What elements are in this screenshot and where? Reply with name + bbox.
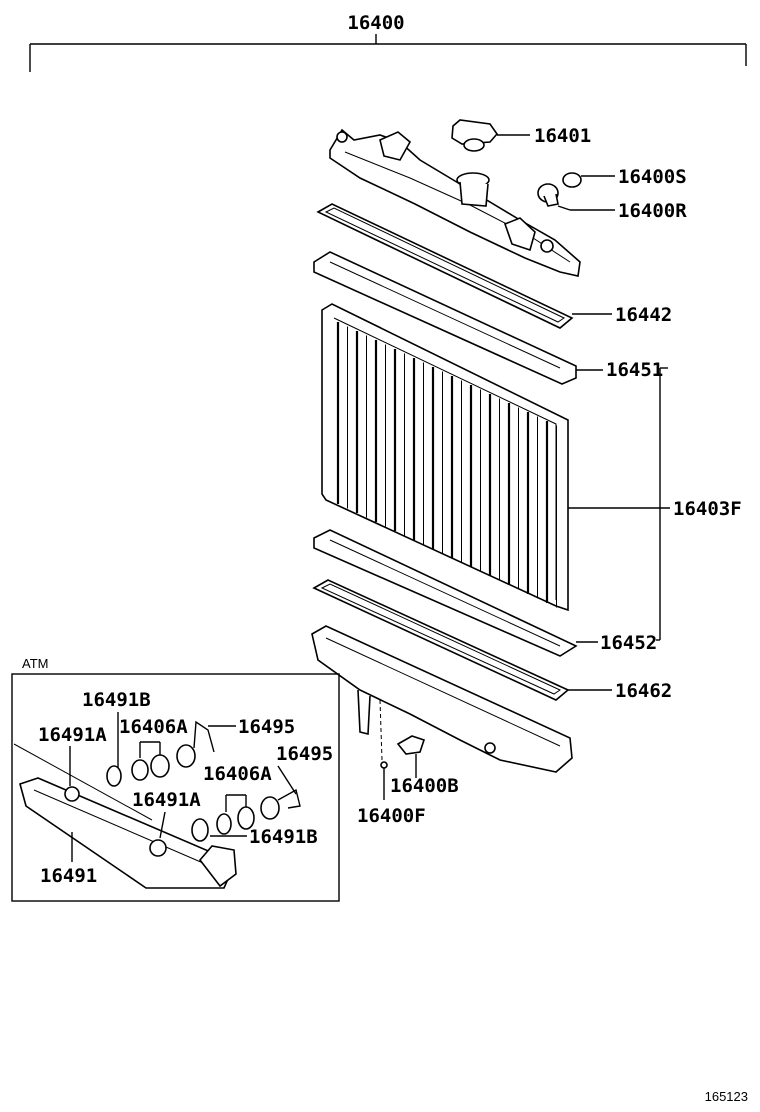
atm-hose-bottom-label[interactable]: 16495 (276, 743, 333, 765)
drain-plug-label[interactable]: 16400S (618, 166, 687, 188)
lower-gasket-label[interactable]: 16462 (615, 680, 672, 702)
lower-tank (311, 625, 573, 773)
cap-label[interactable]: 16401 (534, 125, 591, 147)
upper-core-plate-label[interactable]: 16451 (606, 359, 663, 381)
assembly-number-label[interactable]: 16400 (347, 12, 404, 34)
drain-cock-gasket-label[interactable]: 16400F (357, 805, 426, 827)
atm-fitting-top-label[interactable]: 16406A (119, 716, 188, 738)
diagram-id: 165123 (705, 1089, 748, 1104)
upper-gasket: 16442 (316, 203, 672, 329)
plug-gasket-label[interactable]: 16400R (618, 200, 687, 222)
upper-core-plate: 16451 (313, 251, 663, 385)
drain-cock-label[interactable]: 16400B (390, 775, 459, 797)
upper-gasket-label[interactable]: 16442 (615, 304, 672, 326)
atm-washer-bottom-label[interactable]: 16491B (249, 826, 318, 848)
atm-inset: ATM 16491B 16491A 16406A 16495 16495 164… (11, 656, 340, 902)
drain-cock: 16400B 16400F (357, 699, 459, 827)
lower-gasket: 16462 (312, 579, 672, 702)
atm-hose-top-label[interactable]: 16495 (238, 716, 295, 738)
drain-plug: 16400S 16400R (537, 166, 687, 222)
atm-fitting-bottom-label[interactable]: 16406A (203, 763, 272, 785)
atm-cooler-label[interactable]: 16491 (40, 865, 97, 887)
atm-gasket-right-label[interactable]: 16491A (132, 789, 201, 811)
atm-title[interactable]: ATM (22, 656, 48, 671)
atm-washer-top-label[interactable]: 16491B (82, 689, 151, 711)
radiator-cap: 16401 (451, 119, 591, 152)
radiator-core: 16403F (321, 303, 742, 612)
upper-tank (329, 128, 581, 277)
assembly-bracket: 16400 (29, 12, 747, 72)
atm-gasket-left-label[interactable]: 16491A (38, 724, 107, 746)
lower-core-plate-label[interactable]: 16452 (600, 632, 657, 654)
lower-core-plate: 16452 (313, 529, 657, 657)
core-label[interactable]: 16403F (673, 498, 742, 520)
